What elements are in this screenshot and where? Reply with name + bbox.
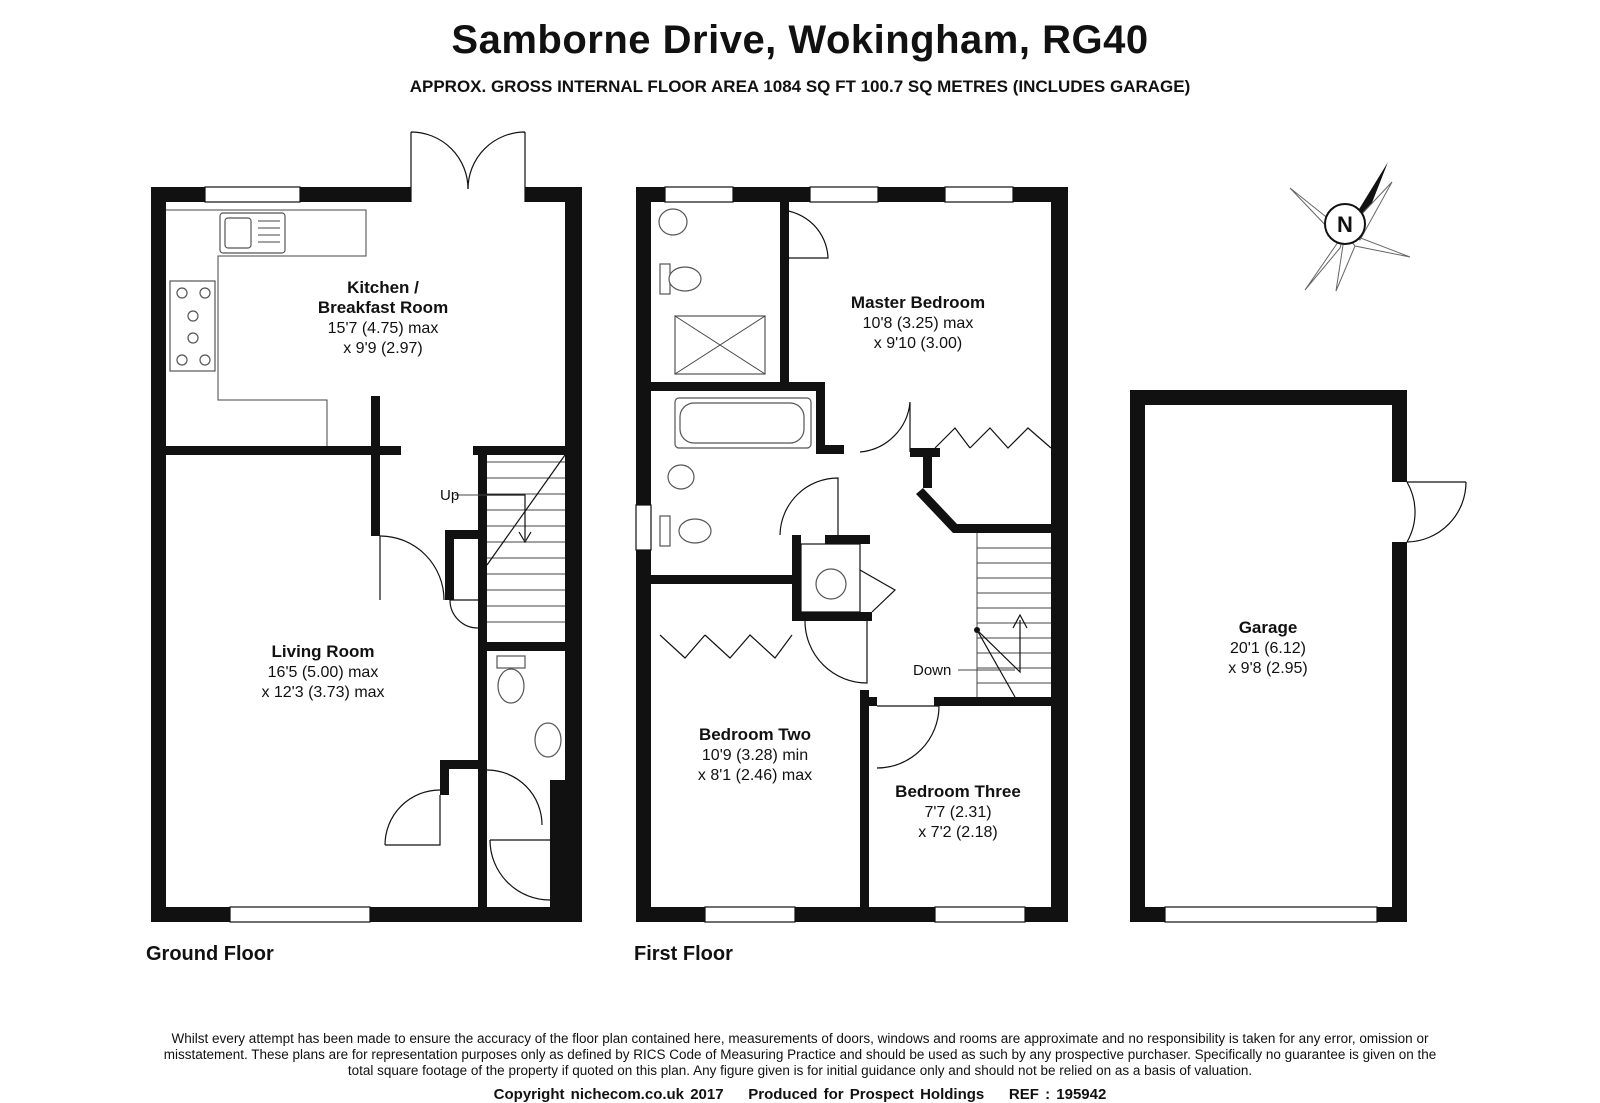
master-bedroom-dim1: 10'8 (3.25) max <box>863 315 974 332</box>
bedroom-three-dim1: 7'7 (2.31) <box>924 804 991 821</box>
living-room-dim2: x 12'3 (3.73) max <box>261 684 384 701</box>
copyright-line: Copyright nichecom.co.uk 2017 Produced f… <box>493 1086 1107 1103</box>
ground-floor-label: Ground Floor <box>146 943 274 965</box>
bedroom-two-dim2: x 8'1 (2.46) max <box>698 767 812 784</box>
airing-cupboard-tank <box>815 568 847 600</box>
plan-title: Samborne Drive, Wokingham, RG40 <box>451 18 1149 62</box>
french-door-right <box>467 131 526 202</box>
wc-door <box>486 769 543 826</box>
ground-floor-plan <box>151 131 582 923</box>
bedroom-three-name: Bedroom Three <box>895 782 1021 801</box>
garage-name: Garage <box>1239 618 1298 637</box>
wc-basin <box>534 722 562 758</box>
bedroom-three-door <box>876 705 940 769</box>
garage-plan <box>1130 390 1467 923</box>
stair-up-label: Up <box>440 487 459 504</box>
ensuite-door <box>779 209 829 259</box>
stair-down-label: Down <box>913 662 951 679</box>
garage-door-opening <box>1164 906 1378 923</box>
bathroom-door <box>779 477 839 536</box>
ground-staircase <box>455 454 566 623</box>
master-bedroom-dim2: x 9'10 (3.00) <box>874 335 962 352</box>
kitchen-name-line2: Breakfast Room <box>318 298 448 317</box>
floor-area-subtitle: APPROX. GROSS INTERNAL FLOOR AREA 1084 S… <box>409 77 1191 96</box>
cupboard-door <box>449 599 479 629</box>
hall-door <box>384 789 441 846</box>
garage-side-door <box>1406 481 1466 543</box>
ground-window-top <box>204 186 301 203</box>
kitchen-worktop <box>166 209 367 446</box>
french-door-left <box>410 131 469 202</box>
bedroom-two-name: Bedroom Two <box>699 725 811 744</box>
wc-toilet <box>497 668 525 704</box>
disclaimer-text: Whilst every attempt has been made to en… <box>163 1031 1437 1078</box>
garage-dim2: x 9'8 (2.95) <box>1228 660 1308 677</box>
living-room-name: Living Room <box>272 642 375 661</box>
kitchen-dim2: x 9'9 (2.97) <box>343 340 423 357</box>
master-wardrobe <box>934 427 1052 449</box>
compass-rose: N <box>1289 162 1411 292</box>
bathroom-toilet <box>678 518 712 544</box>
bedroom-three-dim2: x 7'2 (2.18) <box>918 824 998 841</box>
bathroom-basin <box>667 464 695 490</box>
kitchen-name-line1: Kitchen / <box>347 278 419 297</box>
kitchen-dim1: 15'7 (4.75) max <box>328 320 439 337</box>
front-door <box>489 839 551 901</box>
first-floor-plan <box>635 186 1068 923</box>
bedroom-two-wardrobe <box>659 634 793 659</box>
bedroom-two-dim1: 10'9 (3.28) min <box>702 747 808 764</box>
bedroom-two-door <box>804 620 868 684</box>
first-floor-label: First Floor <box>634 943 733 965</box>
living-room-door <box>379 535 445 601</box>
ground-window-bottom <box>229 906 371 923</box>
ensuite-basin <box>658 208 688 236</box>
airing-cupboard-door <box>859 569 896 613</box>
wc-cistern <box>496 655 526 669</box>
first-floor-staircase <box>958 533 1051 698</box>
master-bedroom-name: Master Bedroom <box>851 293 985 312</box>
compass-north-label: N <box>1337 212 1353 237</box>
master-bedroom-door <box>859 401 911 453</box>
garage-dim1: 20'1 (6.12) <box>1230 640 1306 657</box>
living-room-dim1: 16'5 (5.00) max <box>268 664 379 681</box>
